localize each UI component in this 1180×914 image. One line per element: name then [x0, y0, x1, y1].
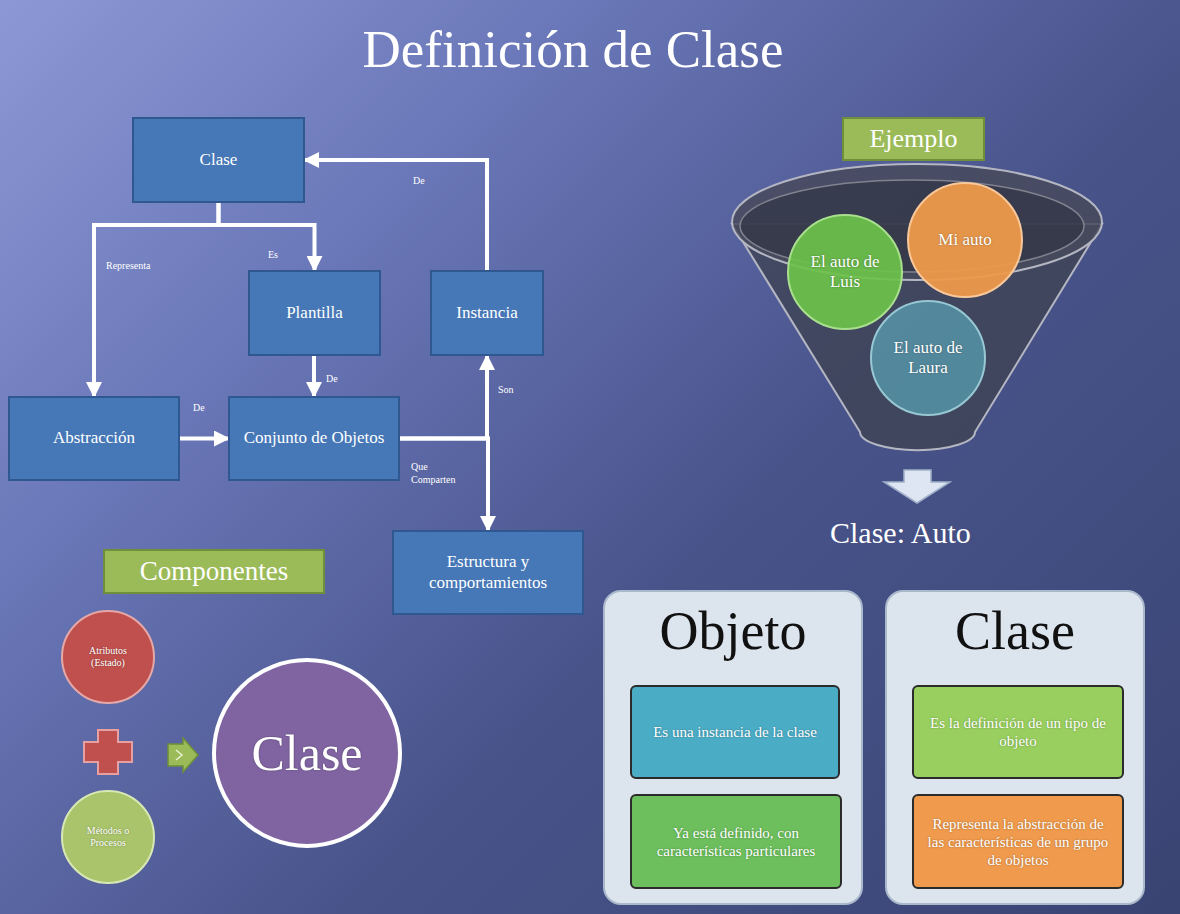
compare-card: Es una instancia de la clase: [630, 685, 840, 779]
node-text: Es una instancia de la clase: [653, 723, 817, 741]
node-text: Clase: [251, 723, 362, 783]
node-text: Ejemplo: [869, 123, 957, 154]
node-text: El auto de Luis: [801, 252, 889, 293]
flow-arrow: [219, 203, 315, 270]
component-circle: Métodos o Procesos: [61, 790, 155, 884]
node-text: El auto de Laura: [884, 338, 972, 379]
node-text: Plantilla: [286, 303, 343, 323]
example-circle: Mi auto: [907, 182, 1023, 298]
edge-label: Es: [268, 249, 278, 262]
compare-panel: Objeto Es una instancia de la clase Ya est…: [603, 590, 863, 905]
compare-card: Ya está definido, con características pa…: [630, 794, 842, 889]
plus-sign: [84, 730, 132, 774]
compare-card: Representa la abstracción de las caracte…: [912, 794, 1124, 889]
component-circle: Atributos (Estado): [61, 610, 155, 704]
chevron-mark: [176, 750, 182, 760]
section-tag: Componentes: [103, 549, 325, 594]
edge-label: De: [326, 373, 338, 386]
process-box: Clase: [132, 117, 305, 203]
slide-title: Definición de Clase: [0, 18, 1146, 82]
example-circle: El auto de Laura: [870, 300, 986, 416]
chevron-arrow: [168, 738, 198, 772]
node-text: Clase: [200, 150, 238, 170]
edge-label: Que Comparten: [411, 461, 463, 486]
circle-fill: [908, 183, 1022, 297]
edge-label: Son: [498, 384, 514, 397]
node-text: Estructura y comportamientos: [404, 552, 572, 593]
class-circle: Clase: [212, 658, 402, 848]
flow-arrow: [400, 439, 488, 531]
process-box: Instancia: [430, 270, 544, 356]
circle-fill: [871, 301, 985, 415]
edge-label: De: [413, 175, 425, 188]
edge-label: Representa: [106, 260, 150, 273]
node-text: Abstracción: [53, 428, 135, 448]
edge-label: De: [193, 402, 205, 415]
node-text: Conjunto de Objetos: [244, 428, 385, 448]
node-text: Mi auto: [938, 230, 991, 250]
compare-card: Es la definición de un tipo de objeto: [912, 685, 1124, 779]
node-text: Es la definición de un tipo de objeto: [924, 714, 1112, 750]
circle-fill: [214, 660, 400, 846]
flow-arrow: [312, 356, 316, 396]
circle-fill: [62, 791, 154, 883]
down-arrow: [884, 470, 950, 503]
panel-heading: Clase: [955, 602, 1075, 661]
flow-arrow: [180, 437, 228, 441]
process-box: Estructura y comportamientos: [392, 530, 584, 615]
process-box: Abstracción: [8, 396, 180, 481]
node-text: Representa la abstracción de las caracte…: [924, 815, 1112, 869]
class-caption: Clase: Auto: [830, 515, 971, 551]
node-text: Instancia: [456, 303, 517, 323]
funnel: [732, 164, 1102, 450]
process-box: Conjunto de Objetos: [228, 396, 400, 481]
panel-heading: Objeto: [660, 602, 807, 661]
process-box: Plantilla: [248, 270, 381, 356]
node-text: Componentes: [140, 555, 289, 587]
circle-fill: [788, 215, 902, 329]
node-text: Atributos (Estado): [73, 645, 143, 669]
node-text: Métodos o Procesos: [73, 825, 143, 849]
flow-arrow: [400, 356, 487, 439]
section-tag: Ejemplo: [842, 117, 985, 161]
compare-panel: Clase Es la definición de un tipo de obje…: [885, 590, 1145, 905]
flow-arrow: [94, 203, 219, 396]
circle-fill: [62, 611, 154, 703]
example-circle: El auto de Luis: [787, 214, 903, 330]
node-text: Ya está definido, con características pa…: [642, 824, 830, 860]
flow-arrow: [305, 160, 487, 270]
